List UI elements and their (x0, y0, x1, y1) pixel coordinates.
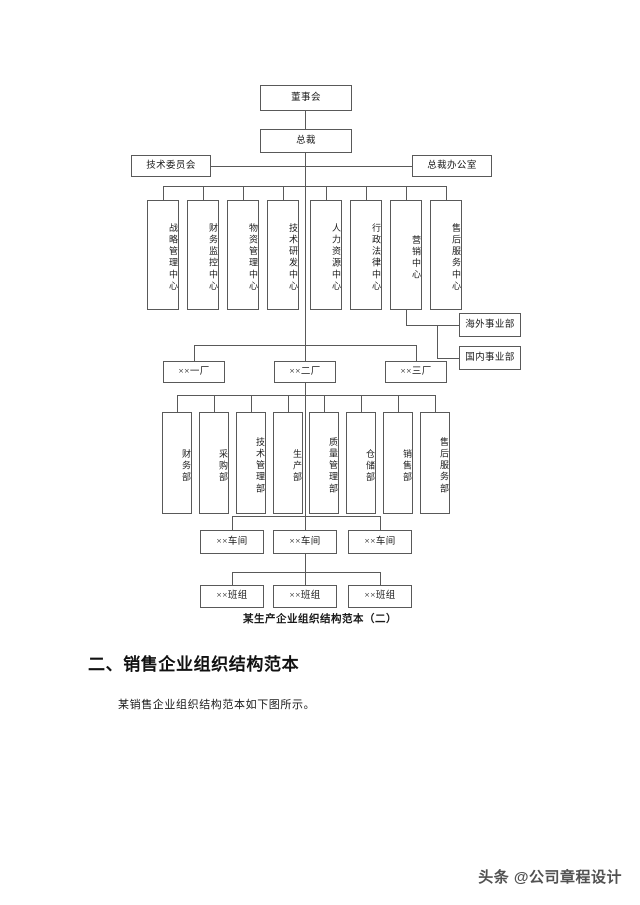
connector-dept-drop-5 (324, 395, 325, 412)
node-dept-aftersales[interactable]: 售后服务部 (420, 412, 450, 514)
node-factory-1[interactable]: ××一厂 (163, 361, 225, 383)
connector-marketing-down (406, 310, 407, 325)
connector-dept-drop-2 (214, 395, 215, 412)
connector-workshop-drop-2 (305, 516, 306, 530)
node-workshop-1[interactable]: ××车间 (200, 530, 264, 554)
connector-board-president (305, 111, 306, 129)
connector-workshop-drop-3 (380, 516, 381, 530)
connector-workshop-drop-1 (232, 516, 233, 530)
connector-factory-drop-3 (416, 345, 417, 361)
node-center-aftersales[interactable]: 售后服务中心 (430, 200, 462, 310)
connector-division-domestic (437, 358, 459, 359)
section-heading: 二、销售企业组织结构范本 (88, 655, 300, 674)
connector-dept-drop-8 (435, 395, 436, 412)
connector-center-drop-8 (446, 186, 447, 200)
connector-division-overseas (437, 325, 459, 326)
node-dept-warehouse[interactable]: 仓储部 (346, 412, 376, 514)
node-division-overseas[interactable]: 海外事业部 (459, 313, 521, 337)
node-dept-purchasing[interactable]: 采购部 (199, 412, 229, 514)
node-factory-3[interactable]: ××三厂 (385, 361, 447, 383)
connector-center-drop-6 (366, 186, 367, 200)
node-president-office[interactable]: 总裁办公室 (412, 155, 492, 177)
connector-center-drop-5 (326, 186, 327, 200)
connector-centers-bus (163, 186, 446, 187)
connector-marketing-to-divisions (406, 325, 438, 326)
connector-teams-bus (232, 572, 380, 573)
connector-factory-drop-1 (194, 345, 195, 361)
connector-center-drop-7 (406, 186, 407, 200)
node-team-1[interactable]: ××班组 (200, 585, 264, 608)
connector-dept-drop-1 (177, 395, 178, 412)
node-center-marketing[interactable]: 营销中心 (390, 200, 422, 310)
connector-dept-drop-7 (398, 395, 399, 412)
connector-workshops-bus (232, 516, 380, 517)
connector-dept-drop-4 (288, 395, 289, 412)
node-center-legal[interactable]: 行政法律中心 (350, 200, 382, 310)
node-center-materials[interactable]: 物资管理中心 (227, 200, 259, 310)
node-president[interactable]: 总裁 (260, 129, 352, 153)
connector-dept-drop-6 (361, 395, 362, 412)
org-chart: 董事会 总裁 技术委员会 总裁办公室 战略管理中心 财务监控中心 物资管理中心 … (131, 85, 521, 625)
connector-team-drop-1 (232, 572, 233, 585)
watermark: 头条 @公司章程设计 (478, 869, 622, 886)
node-center-strategy[interactable]: 战略管理中心 (147, 200, 179, 310)
connector-team-drop-3 (380, 572, 381, 585)
node-workshop-3[interactable]: ××车间 (348, 530, 412, 554)
connector-divisions-spine (437, 325, 438, 358)
node-dept-sales[interactable]: 销售部 (383, 412, 413, 514)
node-dept-production[interactable]: 生产部 (273, 412, 303, 514)
node-center-hr[interactable]: 人力资源中心 (310, 200, 342, 310)
node-team-3[interactable]: ××班组 (348, 585, 412, 608)
connector-team-drop-2 (305, 572, 306, 585)
node-dept-finance[interactable]: 财务部 (162, 412, 192, 514)
node-dept-tech-management[interactable]: 技术管理部 (236, 412, 266, 514)
node-board[interactable]: 董事会 (260, 85, 352, 111)
connector-committee-left (211, 166, 306, 167)
node-dept-quality[interactable]: 质量管理部 (309, 412, 339, 514)
node-team-2[interactable]: ××班组 (273, 585, 337, 608)
connector-center-drop-1 (163, 186, 164, 200)
node-factory-2[interactable]: ××二厂 (274, 361, 336, 383)
chart-caption: 某生产企业组织结构范本（二） (243, 614, 397, 625)
connector-center-drop-2 (203, 186, 204, 200)
connector-center-drop-4 (283, 186, 284, 200)
node-center-rnd[interactable]: 技术研发中心 (267, 200, 299, 310)
connector-committee-right (305, 166, 412, 167)
connector-dept-drop-3 (251, 395, 252, 412)
connector-factory-drop-2 (305, 345, 306, 361)
section-paragraph: 某销售企业组织结构范本如下图所示。 (118, 699, 316, 711)
node-workshop-2[interactable]: ××车间 (273, 530, 337, 554)
node-division-domestic[interactable]: 国内事业部 (459, 346, 521, 370)
node-center-finance-control[interactable]: 财务监控中心 (187, 200, 219, 310)
node-tech-committee[interactable]: 技术委员会 (131, 155, 211, 177)
connector-departments-bus (177, 395, 435, 396)
connector-center-drop-3 (243, 186, 244, 200)
